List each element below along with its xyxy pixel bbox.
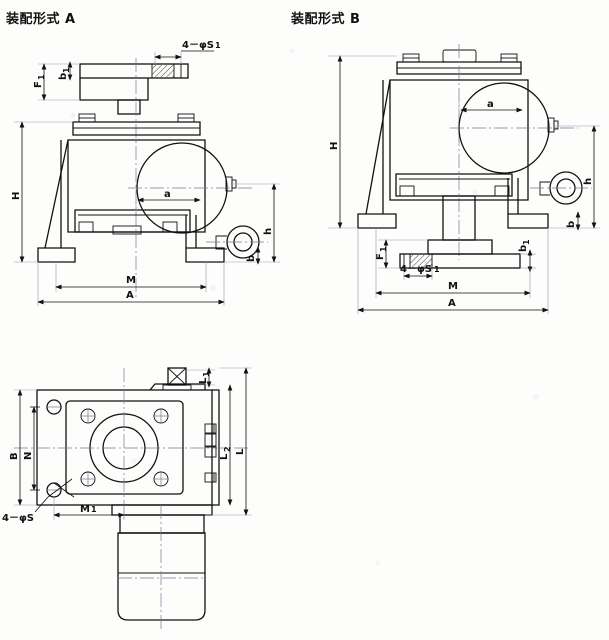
plan-label-B: B <box>9 452 20 460</box>
view-a-label-b: b <box>246 255 257 262</box>
view-a-dim-H: H <box>11 121 73 263</box>
view-b-hole-note: 4－φS 1 <box>400 264 440 280</box>
view-a-top-flange <box>79 58 189 300</box>
view-b-label-M: M <box>448 281 458 292</box>
view-a-gearbox-body <box>37 113 225 263</box>
view-b-dim-A: A <box>357 228 549 314</box>
plan-label-L1-sub: 1 <box>202 371 211 377</box>
plan-dim-B: B <box>9 389 37 506</box>
view-b-label-a: a <box>487 99 494 110</box>
plan-dim-M1: M 1 <box>53 497 125 520</box>
view-b-label-h: h <box>583 178 594 185</box>
plan-dim-N: N <box>23 406 40 491</box>
view-b-label-b1: b <box>518 245 529 252</box>
view-b-dim-b: b <box>566 211 581 231</box>
plan-label-L: L <box>235 448 246 455</box>
view-a-title: 装配形式 A <box>6 12 76 27</box>
view-a-dim-h: h <box>224 183 280 263</box>
view-b-bottom-flange <box>399 195 521 269</box>
view-a-dim-M: M <box>55 262 207 292</box>
plan-view-group: B N 4－φS M 1 L 1 <box>2 367 252 630</box>
view-a-label-A: A <box>126 290 134 301</box>
view-a-label-h: h <box>263 228 274 235</box>
view-a-label-b1: b <box>58 73 69 80</box>
view-b-group: H a h b F 1 <box>328 44 600 314</box>
view-a-eye-bolt <box>206 225 268 259</box>
view-b-title: 装配形式 B <box>291 12 361 27</box>
view-b-label-F1-sub: 1 <box>379 246 388 252</box>
view-a-label-M: M <box>126 275 136 286</box>
plan-motor-body <box>111 504 213 630</box>
view-a-label-hole-note-sub: 1 <box>215 41 221 50</box>
plan-side-bosses <box>204 423 217 483</box>
view-b-dim-H: H <box>328 55 397 229</box>
plan-label-M1: M <box>80 504 90 515</box>
view-b-housing <box>357 79 549 229</box>
plan-label-L2: L <box>219 453 230 460</box>
view-b-dim-h: h <box>548 125 600 229</box>
view-a-dim-b1: b 1 <box>58 61 73 81</box>
plan-top-cap <box>149 367 206 391</box>
view-a-dim-a: a <box>135 189 201 212</box>
view-b-label-A: A <box>448 298 456 309</box>
view-b-dim-a: a <box>458 99 523 118</box>
plan-label-L2-sub: 2 <box>223 446 232 452</box>
view-b-eye-bolt <box>530 171 592 205</box>
view-b-dim-M: M <box>375 228 531 298</box>
view-a-label-F1: F <box>33 81 44 88</box>
view-b-label-b1-sub: 1 <box>522 239 531 245</box>
plan-dim-L: L <box>205 367 252 516</box>
plan-dim-L1: L 1 <box>186 367 215 388</box>
view-b-label-hole-note: 4－φS <box>400 264 432 275</box>
plan-label-L1: L <box>198 377 209 384</box>
view-a-dim-F1: F 1 <box>33 63 80 101</box>
view-b-dim-F1: F 1 <box>375 239 428 269</box>
view-b-top-cover <box>396 44 522 260</box>
view-b-motor-circle <box>450 82 578 174</box>
view-b-label-H: H <box>329 142 340 150</box>
view-a-hole-note: 4－φS 1 <box>154 40 221 64</box>
plan-dim-L2: L 2 <box>219 384 233 506</box>
view-a-label-F1-sub: 1 <box>37 74 46 80</box>
plan-flange-bolt-holes <box>80 408 169 487</box>
plan-hole-note: 4－φS <box>2 496 49 524</box>
view-a-group: F 1 b 1 4－φS 1 H a <box>11 40 280 306</box>
view-b-label-hole-note-sub: 1 <box>434 265 440 274</box>
view-a-label-hole-note: 4－φS <box>182 40 214 51</box>
view-b-dim-b1: b 1 <box>518 239 536 273</box>
plan-label-N: N <box>23 452 34 460</box>
view-a-dim-A: A <box>37 262 225 306</box>
view-a-label-H: H <box>11 192 22 200</box>
view-b-label-b: b <box>566 221 577 228</box>
view-a-dim-b: b <box>246 246 261 265</box>
plan-base-mounting-holes <box>46 399 75 498</box>
plan-label-hole-note: 4－φS <box>2 513 34 524</box>
plan-label-M1-sub: 1 <box>91 505 97 514</box>
view-a-label-b1-sub: 1 <box>62 67 71 73</box>
view-a-label-a: a <box>164 189 171 200</box>
view-b-label-F1: F <box>375 253 386 260</box>
